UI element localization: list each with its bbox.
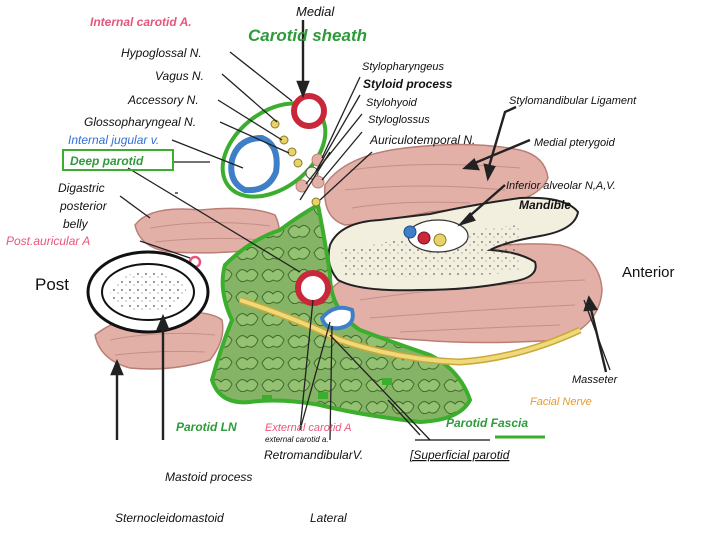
parotid-lymph-node	[382, 378, 392, 385]
auriculotemporal-nerve	[311, 197, 321, 207]
label-accessory: Accessory N.	[127, 93, 199, 107]
inferior-alveolar-vein	[403, 225, 417, 239]
parotid-lymph-node	[262, 395, 272, 402]
label-sternocleidomastoid: Sternocleidomastoid	[115, 511, 224, 525]
label-stylopharyngeus: Stylopharyngeus	[362, 61, 444, 73]
label-auriculotemporal: Auriculotemporal N.	[369, 133, 475, 147]
label-styloid-process: Styloid process	[363, 77, 453, 91]
parotid-lymph-node	[318, 392, 328, 399]
inferior-alveolar-artery	[417, 231, 431, 245]
label-medial-pterygoid: Medial pterygoid	[534, 137, 616, 149]
deep-parotid-box	[62, 149, 174, 171]
label-internal-carotid: Internal carotid A.	[90, 15, 192, 29]
label-medial: Medial	[296, 4, 335, 19]
label-post: Post	[35, 275, 69, 294]
label-anterior: Anterior	[622, 264, 675, 281]
hypoglossal-nerve	[270, 119, 280, 129]
label-internal-jugular: Internal jugular v.	[68, 133, 159, 147]
label-carotid-sheath: Carotid sheath	[248, 26, 367, 45]
label-post-auricular: Post.auricular A	[6, 234, 90, 248]
label-mastoid-process: Mastoid process	[165, 470, 252, 484]
internal-jugular-vein	[228, 134, 280, 194]
external-carotid-artery	[295, 270, 331, 306]
internal-carotid-artery	[291, 93, 327, 129]
label-digastric-2: posterior	[59, 199, 108, 213]
label-inferior-alveolar: Inferior alveolar N,A,V.	[506, 180, 616, 192]
label-parotid-ln: Parotid LN	[176, 420, 237, 434]
label-mandible: Mandible	[519, 198, 571, 212]
label-digastric-3: belly	[63, 217, 89, 231]
label-lateral: Lateral	[310, 511, 347, 525]
label-external-carotid: external carotid a.	[265, 435, 329, 444]
label-digastric-1: Digastric	[58, 181, 105, 195]
label-glossopharyngeal: Glossopharyngeal N.	[84, 115, 196, 129]
label-facial-nerve: Facial Nerve	[530, 396, 592, 408]
label-styloglossus: Styloglossus	[368, 114, 430, 126]
inferior-alveolar-nerve	[433, 233, 447, 247]
glossopharyngeal-nerve	[293, 158, 303, 168]
accessory-nerve	[287, 147, 297, 157]
label-masseter: Masseter	[572, 374, 619, 386]
vagus-nerve	[279, 135, 289, 145]
label-parotid-fascia: Parotid Fascia	[446, 416, 528, 430]
label-vagus: Vagus N.	[155, 69, 204, 83]
label-deep-parotid: Deep parotid	[70, 154, 144, 168]
label-retromandibular: RetromandibularV.	[264, 448, 363, 462]
label-hypoglossal: Hypoglossal N.	[121, 46, 202, 60]
label-superficial-parotid: [Superficial parotid	[409, 448, 510, 462]
label-stylohyoid: Stylohyoid	[366, 97, 418, 109]
label-external-carotid-overlay: External carotid A	[265, 422, 351, 434]
label-stylomandibular-ligament: Stylomandibular Ligament	[509, 95, 637, 107]
